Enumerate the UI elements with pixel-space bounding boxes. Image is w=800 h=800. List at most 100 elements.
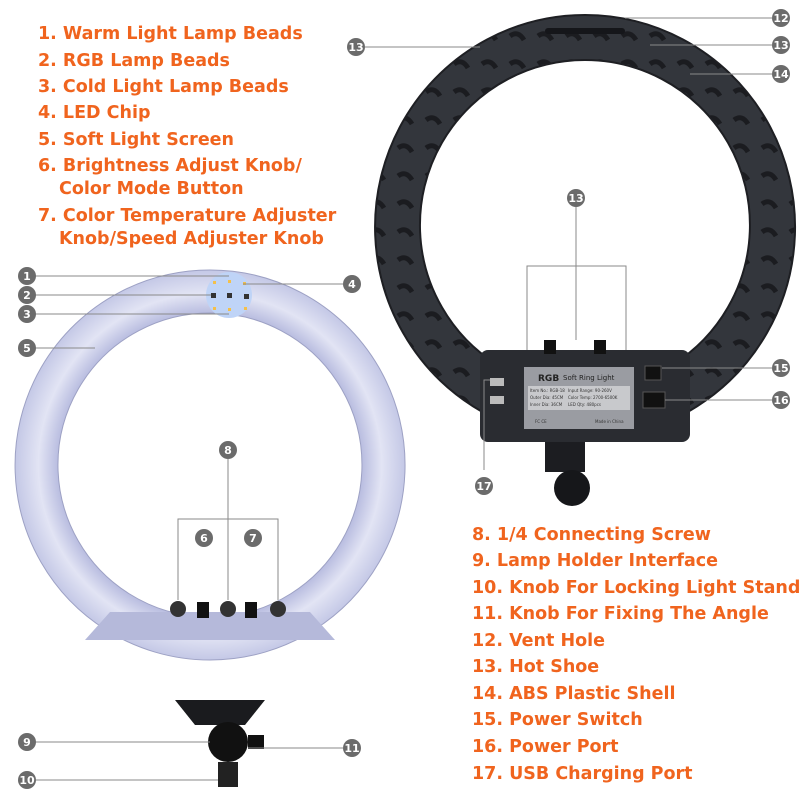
legend-item: 14. ABS Plastic Shell [472,684,675,704]
callout-11: 11 [343,739,361,757]
label-row: Outer Dia: 45CM [530,395,564,400]
callout-13c: 13 [567,189,585,207]
angle-knob[interactable] [554,470,590,506]
callout-badge [772,36,790,54]
legend-item: 7. Color Temperature Adjuster [38,206,337,226]
callout-markers: 1 2 3 4 5 6 7 8 9 10 11 12 13 13 14 13 1… [18,9,790,789]
callout-badge [483,379,490,470]
callout-badge [18,267,36,285]
callout-number: 11 [344,742,359,755]
legend-item: 13. Hot Shoe [472,657,599,677]
front-knobs [170,601,286,618]
lamp-holder [545,442,585,472]
callout-10: 10 [18,771,36,789]
angle-knob[interactable] [248,735,264,749]
callout-badge [347,38,365,56]
callout-2: 2 [18,286,36,304]
callout-badge [195,529,213,547]
brightness-knob[interactable] [197,602,209,618]
legend-item: 16. Power Port [472,737,619,757]
callout-badge [219,441,237,459]
callout-8: 8 [219,441,237,459]
legend-item: 9. Lamp Holder Interface [472,551,718,571]
callout-12: 12 [772,9,790,27]
callout-16: 16 [772,391,790,409]
legend-item: 12. Vent Hole [472,631,605,651]
made-in-text: Made in China [595,419,624,424]
callout-number: 15 [773,362,788,375]
callout-5: 5 [18,339,36,357]
callout-number: 16 [773,394,789,407]
legend-right: 8. 1/4 Connecting Screw 9. Lamp Holder I… [472,525,800,784]
stand-lock-knob[interactable] [208,722,248,762]
callout-number: 6 [200,532,208,545]
legend-item: 6. Brightness Adjust Knob/ [38,156,302,176]
legend-item: 2. RGB Lamp Beads [38,51,230,71]
lamp-holder-interface [175,700,265,725]
product-label: RGB Soft Ring Light Item No.: RGB-18 Inp… [524,367,634,429]
callout-number: 1 [23,270,31,283]
legend-item: 3. Cold Light Lamp Beads [38,77,289,97]
label-row: Item No.: RGB-18 [530,388,565,393]
callout-badge [18,771,36,789]
callout-badge [772,65,790,83]
callout-number: 14 [773,68,789,81]
soft-light-screen [14,269,406,661]
callout-badge [244,529,262,547]
callout-badge [475,477,493,495]
callout-number: 13 [348,41,363,54]
front-ring-light [14,269,406,787]
connecting-screw [220,601,236,617]
callout-badge [18,305,36,323]
callout-number: 10 [19,774,35,787]
legend-item: 4. LED Chip [38,103,150,123]
callout-number: 5 [23,342,31,355]
rgb-beads [211,293,249,299]
connecting-screw [170,601,186,617]
callout-13b: 13 [772,36,790,54]
callout-6: 6 [195,529,213,547]
label-row: LED Qty: 480pcs [568,402,601,407]
callout-7: 7 [244,529,262,547]
callout-15: 15 [772,359,790,377]
legend-item: 11. Knob For Fixing The Angle [472,604,769,624]
label-row: Inner Dia: 36CM [530,402,563,407]
product-name: Soft Ring Light [563,374,615,382]
hot-shoe [594,340,606,354]
power-port[interactable] [642,391,666,409]
legend-item: 15. Power Switch [472,710,643,730]
cold-light-beads [213,307,247,311]
power-switch[interactable] [644,365,662,381]
callout-badge [343,739,361,757]
callout-number: 9 [23,736,31,749]
legend-item: 1. Warm Light Lamp Beads [38,24,303,44]
usb-port [490,396,504,404]
legend-item: 17. USB Charging Port [472,764,693,784]
callout-13: 13 [347,38,365,56]
callout-number: 3 [23,308,31,321]
callout-number: 7 [249,532,257,545]
vent-hole [545,28,625,34]
callout-number: 13 [568,192,583,205]
legend-item: Color Mode Button [59,179,244,199]
legend-left: 1. Warm Light Lamp Beads 2. RGB Lamp Bea… [38,24,337,249]
hot-shoe [544,340,556,354]
callout-lines [35,17,772,781]
callout-14: 14 [772,65,790,83]
stand-mount [218,762,238,787]
callout-number: 4 [348,278,356,291]
label-row: Color Temp: 2700-6500K [568,395,618,400]
callout-badge [343,275,361,293]
callout-number: 12 [773,12,788,25]
color-temp-knob[interactable] [245,602,257,618]
callout-9: 9 [18,733,36,751]
callout-17: 17 [475,477,493,495]
legend-item: 5. Soft Light Screen [38,130,234,150]
callout-1: 1 [18,267,36,285]
connecting-screw [270,601,286,617]
callout-3: 3 [18,305,36,323]
legend-item: 8. 1/4 Connecting Screw [472,525,711,545]
callout-badge [18,286,36,304]
legend-item: Knob/Speed Adjuster Knob [59,229,324,249]
